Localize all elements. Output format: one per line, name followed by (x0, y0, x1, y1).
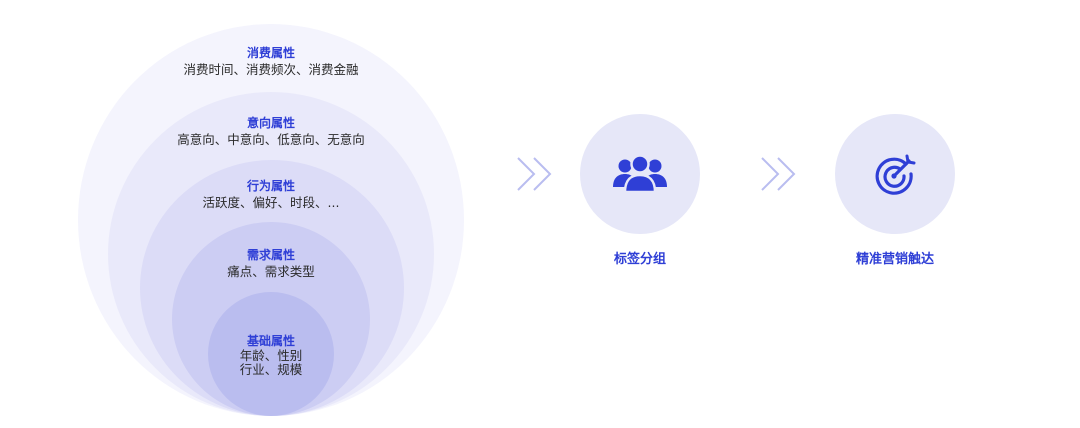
step-group-label: 标签分组 (613, 252, 666, 267)
layer-title: 基础属性 (246, 334, 295, 348)
layer-demand: 需求属性 痛点、需求类型 (121, 246, 421, 280)
double-chevron-right-icon (517, 157, 552, 191)
layer-desc: 高意向、中意向、低意向、无意向 (177, 132, 365, 147)
layer-title: 意向属性 (246, 116, 295, 130)
layer-consumption: 消费属性 消费时间、消费频次、消费金融 (121, 44, 421, 78)
user-group-icon (613, 154, 667, 194)
layer-desc: 痛点、需求类型 (227, 264, 315, 279)
layer-desc: 消费时间、消费频次、消费金融 (183, 62, 359, 77)
step-target-label: 精准营销触达 (855, 252, 934, 267)
layer-basic: 基础属性 年龄、性别 行业、规模 (121, 333, 421, 377)
layer-intent: 意向属性 高意向、中意向、低意向、无意向 (121, 114, 421, 148)
layer-desc-line-2: 行业、规模 (239, 362, 303, 377)
basic-ring (208, 292, 334, 416)
step-group-circle (580, 114, 700, 234)
layer-title: 需求属性 (246, 248, 295, 262)
layer-title: 消费属性 (246, 46, 295, 60)
step-target-circle (835, 114, 955, 234)
layer-behavior: 行为属性 活跃度、偏好、时段、... (121, 177, 421, 211)
layer-title: 行为属性 (246, 179, 295, 193)
double-chevron-right-icon (761, 157, 796, 191)
layer-desc: 活跃度、偏好、时段、... (202, 195, 340, 210)
target-icon (875, 154, 916, 195)
layer-desc-line-1: 年龄、性别 (239, 348, 303, 363)
